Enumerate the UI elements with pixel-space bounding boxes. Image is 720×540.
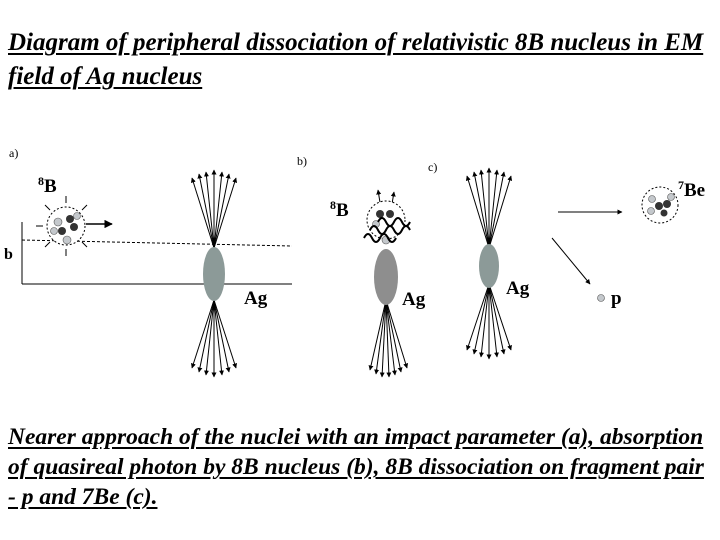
- panel-b-label: b): [297, 154, 307, 168]
- projectile-label-b: 8B: [330, 198, 349, 221]
- panel-b: [363, 189, 411, 378]
- fragment-7be-nucleus: [641, 186, 679, 224]
- target-ag-nucleus: [203, 247, 225, 301]
- diagram-caption: Nearer approach of the nuclei with an im…: [8, 424, 704, 510]
- panel-c: [465, 167, 679, 360]
- panel-a: [21, 169, 293, 378]
- fragment-proton: [597, 294, 605, 302]
- fragment-p-direction-arrow: [551, 237, 591, 285]
- fragment-7be-label: 7Be: [678, 178, 706, 201]
- projectile-label-a: 8B: [38, 174, 57, 197]
- target-label-b: Ag: [402, 289, 426, 310]
- impact-parameter-label: b: [4, 246, 13, 263]
- fragment-p-label: p: [611, 288, 622, 309]
- target-ag-nucleus-c: [479, 244, 499, 288]
- target-ag-field-lines-c: [465, 167, 513, 360]
- diagram-title: Diagram of peripheral dissociation of re…: [8, 29, 704, 90]
- target-ag-nucleus-b: [374, 249, 398, 305]
- projectile-8b-nucleus-b: [363, 200, 411, 245]
- panel-a-label: a): [9, 146, 19, 160]
- projectile-8b-nucleus: [36, 196, 113, 256]
- photon-wavy-line-3: [377, 217, 411, 227]
- photon-wavy-line-1: [363, 233, 397, 243]
- panel-c-label: c): [428, 160, 438, 174]
- target-label-a: Ag: [244, 288, 268, 309]
- target-ag-field-lines: [190, 169, 238, 378]
- target-label-c: Ag: [506, 278, 530, 299]
